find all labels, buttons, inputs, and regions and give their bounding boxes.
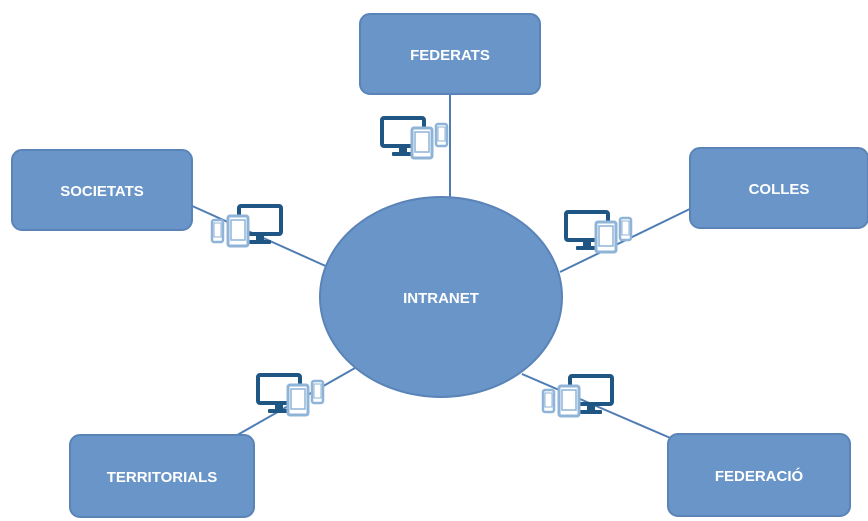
- hub-label: INTRANET: [403, 290, 479, 307]
- node-territorials-label: TERRITORIALS: [107, 469, 218, 486]
- connector-federacio: [521, 373, 676, 441]
- device-societats-icon: [210, 204, 283, 248]
- node-societats[interactable]: SOCIETATS: [11, 149, 193, 231]
- device-colles-icon: [564, 210, 633, 254]
- node-colles-label: COLLES: [749, 181, 810, 198]
- node-federats-label: FEDERATS: [410, 47, 490, 64]
- device-federacio-icon: [541, 374, 614, 418]
- node-colles[interactable]: COLLES: [689, 147, 868, 229]
- node-federacio-label: FEDERACIÓ: [715, 467, 804, 485]
- node-territorials[interactable]: TERRITORIALS: [69, 434, 255, 518]
- device-territorials-icon: [256, 373, 325, 417]
- intranet-hub[interactable]: [319, 196, 563, 398]
- node-federats[interactable]: FEDERATS: [359, 13, 541, 95]
- node-federacio[interactable]: FEDERACIÓ: [667, 433, 851, 517]
- node-societats-label: SOCIETATS: [60, 183, 144, 200]
- device-federats-icon: [380, 116, 449, 160]
